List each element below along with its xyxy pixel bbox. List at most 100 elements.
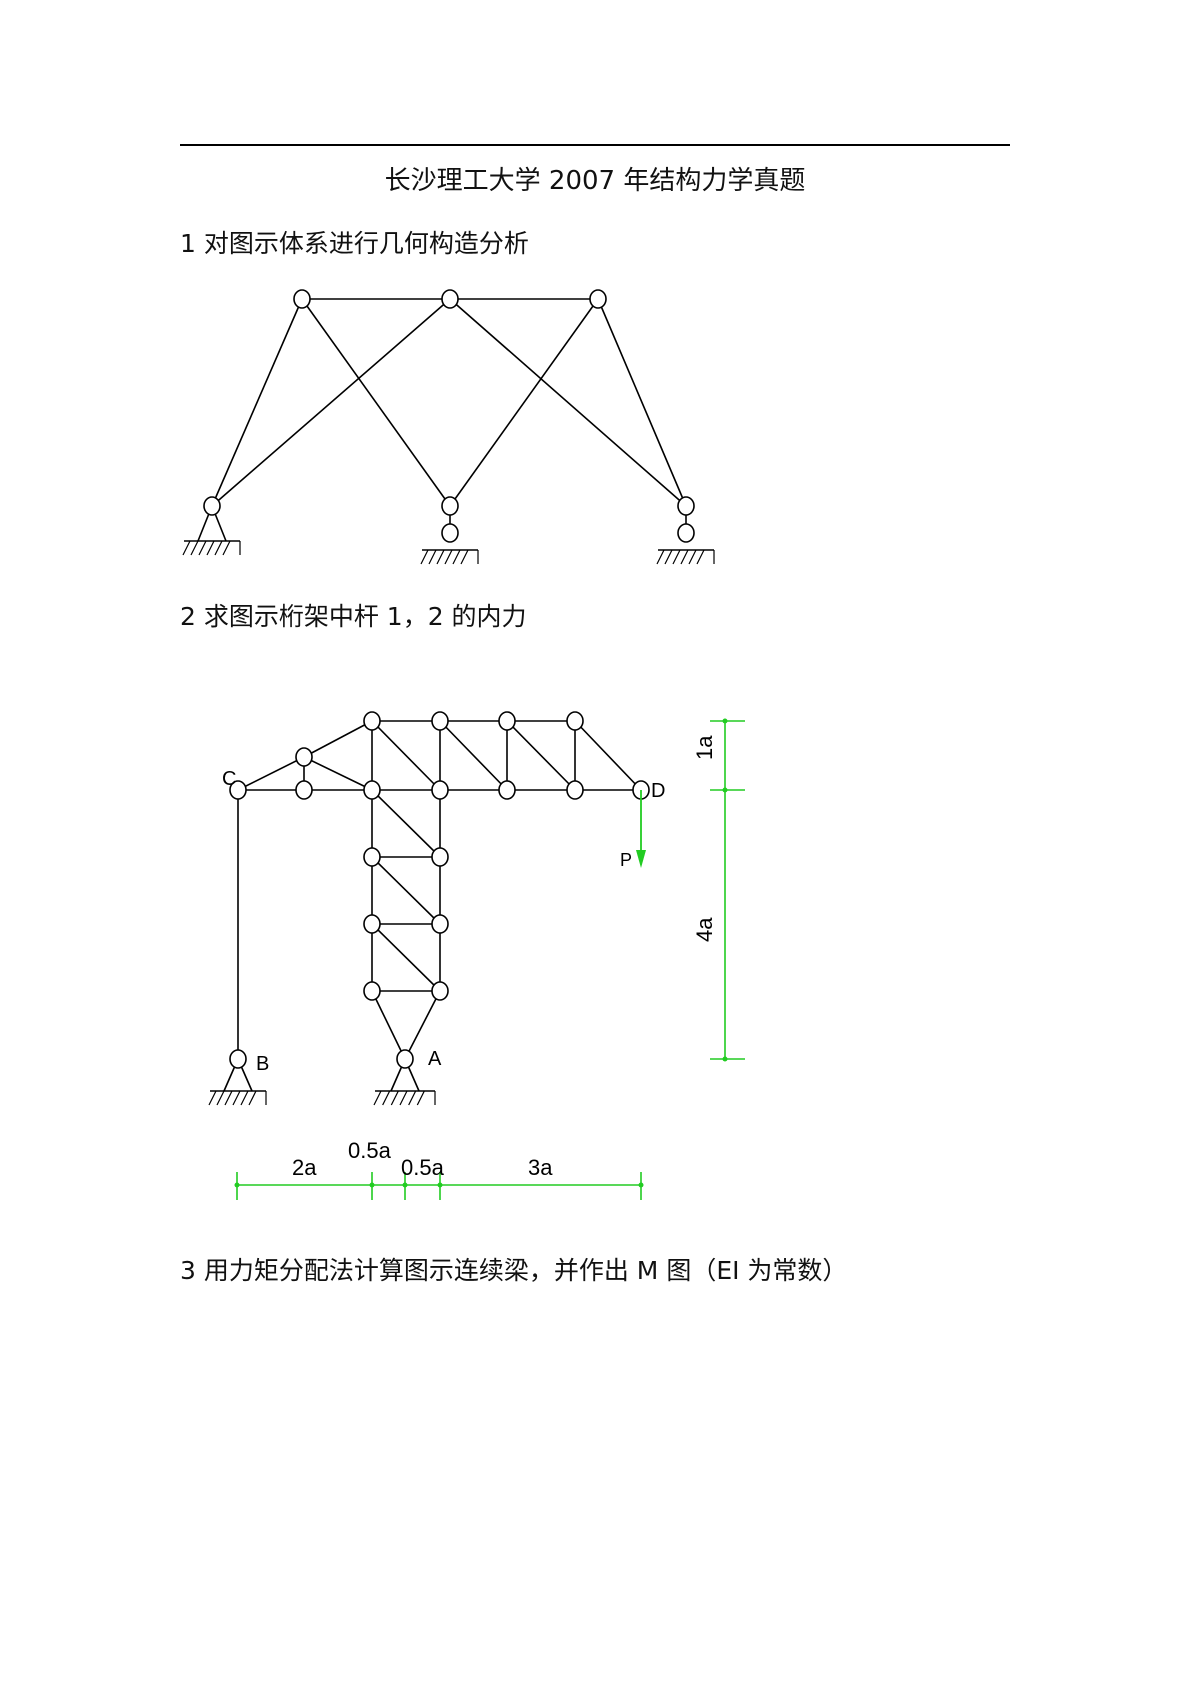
dim-mark (369, 1182, 375, 1188)
ground-hatch (224, 1090, 233, 1106)
question-2: 2 求图示桁架中杆 1，2 的内力 (180, 602, 527, 631)
dim-mark (638, 1182, 644, 1188)
load-arrow-icon (636, 850, 646, 868)
hinge-node (363, 711, 381, 731)
ground-hatch (452, 549, 461, 565)
figure-2-truss (208, 711, 650, 1106)
dim-label-3a: 3a (528, 1155, 553, 1180)
hinge-node (431, 847, 449, 867)
label-p: P (620, 850, 632, 870)
bar (597, 298, 687, 507)
ground-hatch (408, 1090, 417, 1106)
hinge-node (589, 289, 607, 309)
truss-member (371, 789, 441, 858)
dim-label-1a: 1a (692, 735, 717, 760)
ground-hatch (248, 1090, 257, 1106)
ground-hatch (206, 540, 215, 556)
hinge-node (363, 914, 381, 934)
dim-mark (402, 1182, 408, 1188)
ground-hatch (198, 540, 207, 556)
hinge-node (295, 780, 313, 800)
hinge-node (363, 981, 381, 1001)
dim-mark (722, 787, 728, 793)
ground-hatch (460, 549, 469, 565)
truss-member (371, 856, 441, 925)
label-c: C (222, 768, 236, 790)
hinge-node (203, 496, 221, 516)
truss-member (574, 720, 642, 791)
hinge-node (498, 711, 516, 731)
dim-mark (437, 1182, 443, 1188)
ground-hatch (436, 549, 445, 565)
hinge-node (441, 289, 459, 309)
hinge-node (498, 780, 516, 800)
truss-member (506, 720, 576, 791)
ground-hatch (672, 549, 681, 565)
ground-hatch (182, 540, 191, 556)
dim-label-2a: 2a (292, 1155, 317, 1180)
ground-hatch (399, 1090, 408, 1106)
hinge-node (441, 523, 459, 543)
ground-hatch (688, 549, 697, 565)
truss-member (371, 990, 406, 1060)
hinge-node (295, 747, 313, 767)
truss-member (371, 720, 441, 791)
dim-mark (722, 1056, 728, 1062)
truss-member (404, 990, 441, 1060)
ground-hatch (420, 549, 429, 565)
hinge-node (229, 1049, 247, 1069)
ground-hatch (222, 540, 231, 556)
hinge-node (363, 847, 381, 867)
dim-mark (722, 718, 728, 724)
hinge-node (566, 780, 584, 800)
figure-1-frame (182, 289, 715, 565)
truss-member (303, 720, 373, 758)
hinge-node (396, 1049, 414, 1069)
ground-hatch (216, 1090, 225, 1106)
ground-hatch (390, 1090, 399, 1106)
ground-hatch (656, 549, 665, 565)
ground-hatch (190, 540, 199, 556)
hinge-node (441, 496, 459, 516)
ground-hatch (214, 540, 223, 556)
dim-label-0-5a-1: 0.5a (348, 1138, 392, 1163)
question-1: 1 对图示体系进行几何构造分析 (180, 229, 529, 258)
hinge-node (431, 780, 449, 800)
label-a: A (428, 1048, 442, 1070)
dim-label-4a: 4a (692, 917, 717, 942)
header-rule (180, 144, 1010, 146)
ground-hatch (696, 549, 705, 565)
hinge-node (293, 289, 311, 309)
ground-hatch (373, 1090, 382, 1106)
figure-2-dimensions (234, 718, 745, 1200)
dim-label-0-5a-2: 0.5a (401, 1155, 445, 1180)
hinge-node (566, 711, 584, 731)
ground-hatch (382, 1090, 391, 1106)
bar (211, 298, 451, 507)
ground-hatch (664, 549, 673, 565)
ground-hatch (680, 549, 689, 565)
truss-member (371, 923, 441, 992)
hinge-node (431, 981, 449, 1001)
dim-mark (234, 1182, 240, 1188)
ground-hatch (416, 1090, 425, 1106)
question-3: 3 用力矩分配法计算图示连续梁，并作出 M 图（EI 为常数） (180, 1256, 848, 1285)
hinge-node (431, 914, 449, 934)
ground-hatch (444, 549, 453, 565)
ground-hatch (240, 1090, 249, 1106)
ground-hatch (428, 549, 437, 565)
label-b: B (256, 1053, 269, 1075)
truss-member (303, 756, 373, 791)
page-title: 长沙理工大学 2007 年结构力学真题 (384, 166, 806, 196)
hinge-node (431, 711, 449, 731)
hinge-node (677, 496, 695, 516)
ground-hatch (208, 1090, 217, 1106)
bar (211, 298, 303, 507)
ground-hatch (232, 1090, 241, 1106)
hinge-node (363, 780, 381, 800)
bar (449, 298, 687, 507)
label-d: D (651, 780, 665, 802)
hinge-node (229, 780, 247, 800)
bar (449, 298, 599, 507)
